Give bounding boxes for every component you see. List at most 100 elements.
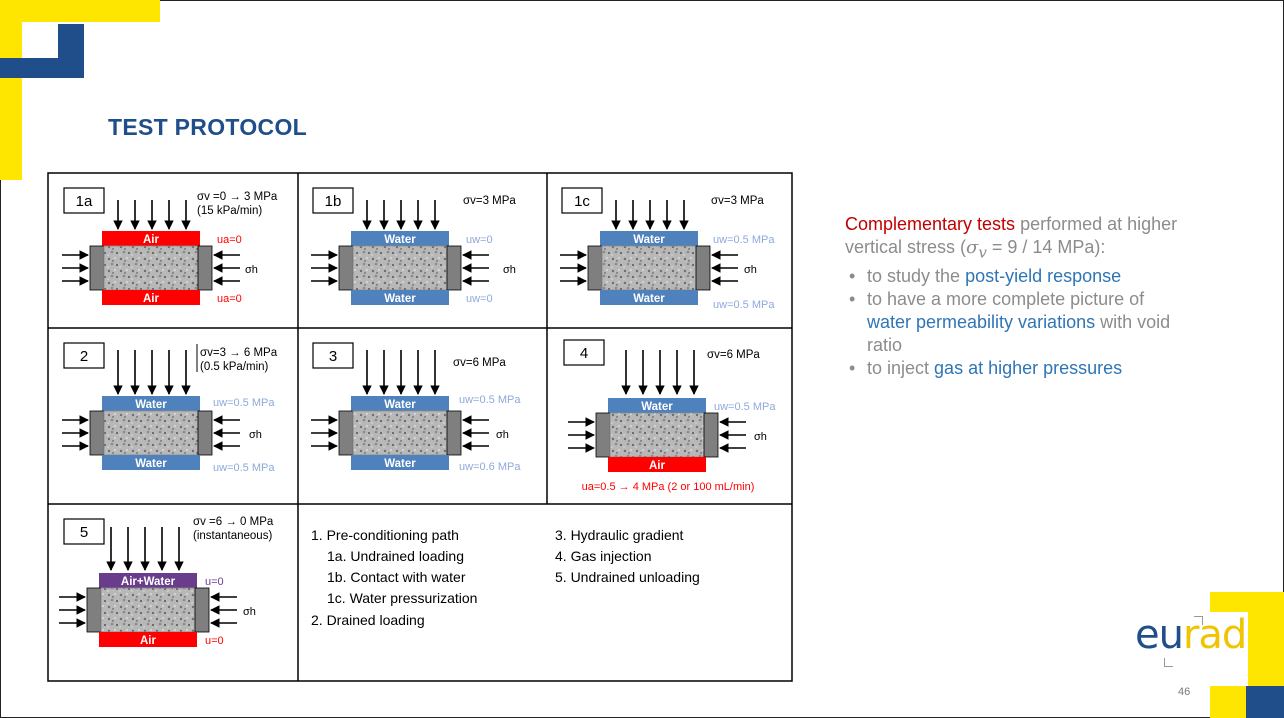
bottom-layer — [99, 632, 197, 647]
top-layer — [102, 396, 200, 411]
side-plate — [338, 410, 354, 456]
bottom-layer-label: Water — [384, 458, 416, 470]
side-plate — [587, 245, 603, 291]
soil-specimen — [352, 245, 448, 291]
panel-5: 5 σv =6 → 0 MPa (instantaneous) Air+Wate… — [59, 516, 274, 647]
soil-specimen — [352, 410, 448, 456]
panel-id: 1a — [76, 193, 93, 210]
top-layer-label: Water — [384, 399, 416, 411]
bullet-text: to inject — [867, 357, 935, 378]
panel-id: 5 — [80, 524, 88, 541]
bullet-text: to have a more complete picture of — [867, 288, 1145, 309]
top-pore-pressure: u=0 — [205, 576, 224, 588]
side-plate — [86, 587, 102, 633]
panel-3: 3 σv=6 MPa Water uw=0.5 MPa σh Water uw=… — [311, 342, 521, 473]
panel-1a: 1a σv =0 → 3 MPa (15 kPa/min) Air ua=0 σ… — [62, 187, 278, 305]
panel-id-box — [63, 342, 105, 369]
horizontal-stress-label: σh — [503, 264, 516, 276]
panel-id-box — [63, 187, 105, 214]
loading-rate: (15 kPa/min) — [197, 205, 262, 217]
top-pore-pressure: uw=0.5 MPa — [713, 234, 775, 246]
panel-id-box — [312, 187, 354, 214]
vertical-stress: σv =0 → 3 MPa — [197, 191, 278, 203]
legend-item: 2. Drained loading — [311, 612, 425, 628]
list-item: •to study the post-yield response — [845, 265, 1190, 288]
top-layer-label: Water — [641, 401, 673, 413]
list-item: • to inject gas at higher pressures — [845, 357, 1190, 380]
bullet-text: to study the — [867, 265, 966, 286]
side-plate — [197, 245, 213, 291]
horizontal-stress-label: σh — [245, 264, 258, 276]
bottom-layer — [351, 290, 449, 305]
panel-id: 3 — [329, 348, 337, 365]
legend-item: 1. Pre-conditioning path — [311, 527, 459, 543]
bullet-text: with void ratio — [867, 311, 1171, 355]
logo-text: rad — [1182, 612, 1247, 658]
legend-item: 3. Hydraulic gradient — [555, 527, 684, 543]
logo-white-cutout — [1128, 612, 1248, 686]
legend-item: 4. Gas injection — [555, 548, 652, 564]
top-layer-label: Air — [143, 234, 160, 246]
loading-rate: (0.5 kPa/min) — [200, 361, 269, 373]
bottom-layer-label: Air — [649, 460, 666, 472]
top-layer-label: Water — [135, 399, 167, 411]
bullet-highlight: gas at higher pressures — [934, 357, 1123, 378]
bottom-layer-label: Air — [140, 635, 157, 647]
slide-title: TEST PROTOCOL — [108, 114, 307, 140]
side-plate — [703, 412, 719, 458]
logo-yellow-tab — [0, 153, 22, 180]
side-plate — [89, 245, 105, 291]
bottom-pore-pressure: uw=0.5 MPa — [213, 462, 275, 474]
vertical-stress: σv=3 → 6 MPa — [200, 347, 278, 359]
top-pore-pressure: uw=0.5 MPa — [714, 401, 776, 413]
complementary-tests-notes: Complementary tests performed at higher … — [845, 213, 1190, 380]
logo-blue-block — [1246, 686, 1284, 718]
side-plate — [194, 587, 210, 633]
legend-item: 1b. Contact with water — [327, 569, 466, 585]
logo-blue-bar — [0, 58, 32, 78]
legend-item: 1c. Water pressurization — [327, 590, 477, 606]
side-plate — [695, 245, 711, 291]
top-layer — [608, 398, 706, 413]
list-item: • to have a more complete picture of wate… — [845, 288, 1190, 357]
panel-id-box — [312, 342, 354, 369]
bottom-layer — [102, 290, 200, 305]
horizontal-stress-label: σh — [243, 606, 256, 618]
notes-text: performed at higher vertical stress ( — [845, 214, 1178, 257]
logo-bracket — [1164, 658, 1173, 667]
soil-specimen — [100, 587, 196, 633]
logo-white-cutout — [22, 22, 160, 153]
bottom-pore-pressure: uw=0.6 MPa — [459, 461, 521, 473]
top-layer — [600, 231, 698, 246]
top-pore-pressure: uw=0.5 MPa — [213, 397, 275, 409]
top-layer — [351, 396, 449, 411]
bullet-highlight: post-yield response — [965, 265, 1122, 286]
bottom-layer — [608, 457, 706, 472]
panel-id-box — [563, 339, 605, 366]
loading-rate: (instantaneous) — [193, 530, 272, 542]
notes-intro: Complementary tests performed at higher … — [845, 213, 1190, 265]
logo-blue-bar — [32, 58, 84, 78]
test-protocol-figure: 1a σv =0 → 3 MPa (15 kPa/min) Air ua=0 σ… — [47, 172, 793, 682]
side-plate — [338, 245, 354, 291]
bottom-layer — [600, 290, 698, 305]
panel-id: 2 — [80, 348, 88, 365]
horizontal-stress-label: σh — [744, 264, 757, 276]
bullet-icon: • — [849, 288, 856, 309]
side-plate — [197, 410, 213, 456]
notes-bullet-list: •to study the post-yield response •to ha… — [845, 265, 1190, 380]
stage-legend: 1. Pre-conditioning path 1a. Undrained l… — [311, 527, 700, 628]
top-layer — [351, 231, 449, 246]
bottom-pore-pressure: u=0 — [205, 635, 224, 647]
panel-id-box — [63, 518, 105, 545]
bottom-layer-label: Water — [633, 293, 665, 305]
eurad-logo: eurad — [1135, 612, 1247, 658]
bullet-icon: • — [849, 357, 856, 378]
vertical-stress: σv=6 MPa — [707, 349, 760, 361]
panel-id: 1c — [574, 193, 590, 210]
bottom-layer-label: Water — [384, 293, 416, 305]
bottom-pore-pressure: ua=0 — [217, 293, 242, 305]
soil-specimen — [609, 412, 705, 458]
soil-specimen — [103, 245, 199, 291]
bullet-highlight: water permeability variations — [867, 311, 1096, 332]
